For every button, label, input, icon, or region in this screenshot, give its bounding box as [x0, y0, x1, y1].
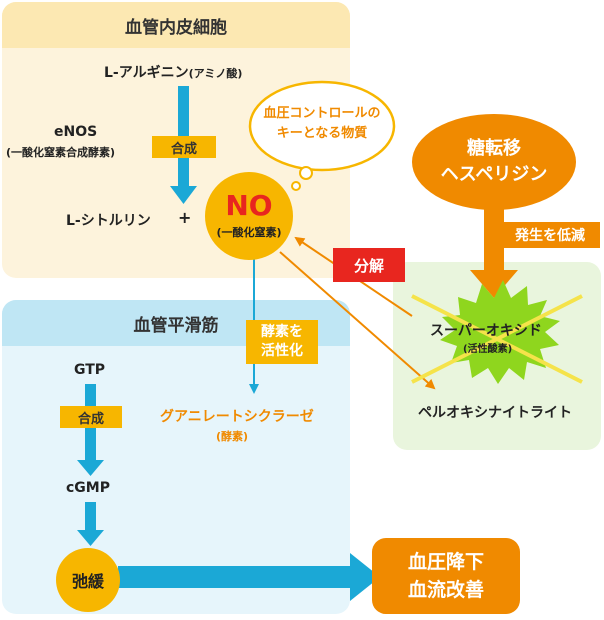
result-line-2: 血流改善	[407, 579, 484, 601]
l-citrulline-label: L-シトルリン	[66, 213, 151, 229]
no-label: NO	[225, 189, 273, 222]
l-arginine-label: L-アルギニン(アミノ酸)	[104, 62, 242, 82]
superoxide-starburst	[440, 280, 560, 384]
no-to-peroxynitrite-arrow	[279, 251, 436, 390]
activate-enzyme-tag: 酵素を 活性化	[246, 320, 318, 364]
guanylate-label: グアニレートシクラーゼ	[160, 409, 314, 425]
hesperidin-line-1: 糖転移	[467, 138, 521, 159]
thought-line-2: キーとなる物質	[276, 126, 368, 141]
thought-dot-large	[299, 166, 313, 180]
hesperidin-ellipse	[412, 114, 576, 210]
relax-label: 弛緩	[71, 572, 104, 591]
hesperidin-line-2: ヘスペリジン	[440, 164, 548, 185]
thought-dot-small	[291, 181, 301, 191]
plus-sign: +	[178, 208, 192, 227]
smooth-synthesis-tag: 合成	[60, 406, 122, 428]
enos-label: eNOS	[54, 124, 98, 140]
superoxide-label: スーパーオキシド	[430, 323, 542, 339]
result-box: 血圧降下 血流改善	[372, 538, 520, 614]
l-arginine-text: L-アルギニン	[104, 65, 189, 81]
superoxide-desc: (活性酸素)	[463, 344, 513, 355]
peroxynitrite-label: ペルオキシナイトライト	[418, 405, 572, 421]
relax-circle: 弛緩	[56, 548, 120, 612]
hesperidin-reduce-arrow	[470, 208, 518, 298]
thought-bubble	[248, 80, 396, 172]
endothelial-title: 血管内皮細胞	[2, 2, 350, 48]
enos-desc: (一酸化窒素合成酵素)	[6, 146, 116, 159]
thought-bubble-text: 血圧コントロールの キーとなる物質	[250, 104, 394, 144]
thought-line-1: 血圧コントロールの	[263, 106, 381, 121]
endothelial-synthesis-tag: 合成	[152, 136, 216, 158]
gtp-label: GTP	[74, 362, 106, 378]
activate-line-2: 活性化	[261, 343, 303, 359]
result-line-1: 血圧降下	[407, 551, 484, 573]
amino-acid-note: (アミノ酸)	[188, 67, 243, 80]
cgmp-label: cGMP	[66, 480, 110, 496]
hesperidin-text: 糖転移 ヘスペリジン	[412, 136, 576, 188]
gtp-to-cgmp-arrow	[77, 384, 104, 476]
reduce-label: 発生を低減	[500, 222, 600, 248]
superoxide-cross-line-2	[411, 294, 583, 384]
activate-line-1: 酵素を	[261, 324, 303, 340]
no-circle: NO (一酸化窒素)	[205, 172, 293, 260]
no-desc: (一酸化窒素)	[216, 226, 282, 239]
decompose-tag: 分解	[333, 248, 405, 282]
cgmp-to-relax-arrow	[77, 502, 104, 546]
guanylate-enzyme: (酵素)	[216, 430, 249, 443]
relax-to-result-arrow	[118, 553, 380, 601]
